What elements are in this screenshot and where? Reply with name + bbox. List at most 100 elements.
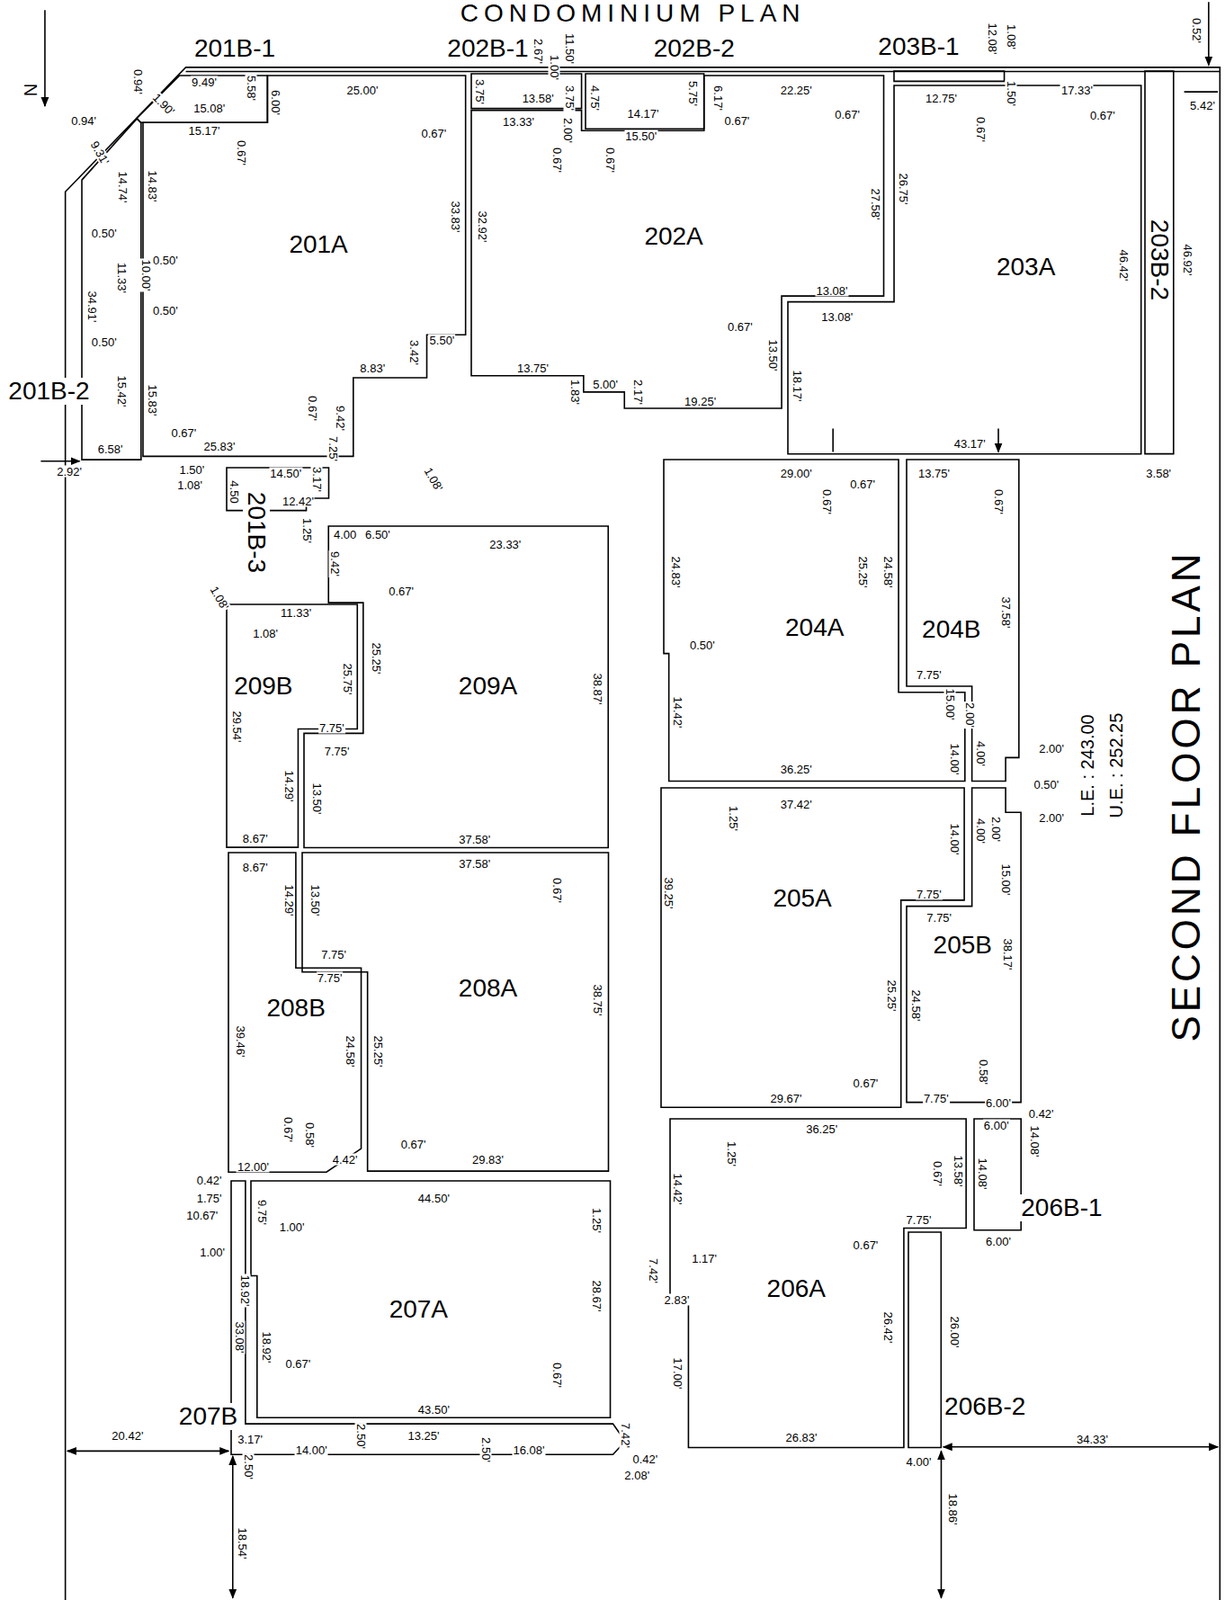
dimension-label: 36.25' <box>779 762 814 775</box>
dimension-label: 0.42' <box>631 1452 659 1465</box>
dimension-label: 1.08' <box>176 479 204 492</box>
dimension-label: 0.67' <box>821 489 833 517</box>
dimension-label: 1.00' <box>278 1221 306 1234</box>
dimension-label: 2.50' <box>241 1453 254 1481</box>
dimension-label: 9.75' <box>255 1198 268 1226</box>
dimension-label: 1.00' <box>198 1245 226 1258</box>
unit-wall <box>661 787 965 1108</box>
dimension-label: 15.00' <box>943 688 956 722</box>
north-arrow <box>44 9 46 107</box>
dimension-label: 1.25' <box>724 1140 737 1168</box>
dimension-label: 29.54' <box>231 710 243 744</box>
unit-area: 203B-2 <box>1144 71 1174 455</box>
dimension-label: 0.67' <box>387 585 415 598</box>
dimension-label: 2.00' <box>989 815 1002 843</box>
unit-wall <box>143 75 466 457</box>
dimension-label: 7.75' <box>925 912 953 924</box>
dimension-label: 0.67' <box>724 114 752 126</box>
dimension-label: 2.92' <box>55 465 83 478</box>
unit-outline <box>81 118 142 460</box>
dimension-label: 7.42' <box>647 1257 660 1285</box>
dimension-line <box>232 1456 234 1599</box>
unit-outline <box>894 71 1005 81</box>
dimension-label: 14.00' <box>948 822 961 856</box>
dimension-label: 18.92' <box>260 1331 273 1365</box>
dimension-label: 2.67' <box>532 37 545 65</box>
dimension-label: 0.67' <box>726 321 754 333</box>
dimension-label: 29.67' <box>768 1092 803 1105</box>
unit-area: 206A <box>670 1118 966 1448</box>
unit-number: 205A <box>770 885 833 913</box>
dimension-label: 39.25' <box>662 876 675 911</box>
dimension-label: 9.31' <box>88 138 112 168</box>
dimension-label: 39.46' <box>233 1024 246 1058</box>
dimension-label: 0.67' <box>420 126 448 139</box>
dimension-label: 14.50' <box>268 466 303 479</box>
dimension-label: 5.42' <box>1189 98 1217 111</box>
dimension-label: 18.17' <box>791 369 804 403</box>
dimension-label: 0.50' <box>90 336 118 349</box>
dimension-label: 2.17' <box>632 378 644 406</box>
unit-wall <box>304 526 609 849</box>
dimension-label: 0.58' <box>977 1058 990 1086</box>
unit-area: 203B-1 <box>894 71 1005 81</box>
unit-number: 203B-1 <box>876 33 961 61</box>
dimension-label: 0.67' <box>974 116 986 144</box>
dimension-label: 5.50' <box>429 333 457 346</box>
dimension-label: 13.08' <box>820 310 854 322</box>
dimension-label: 5.00' <box>591 377 619 390</box>
unit-wall <box>585 73 705 129</box>
dimension-label: 1.08' <box>207 583 232 613</box>
dimension-label: 1.08' <box>421 464 446 494</box>
dimension-line <box>832 429 999 453</box>
dimension-label: 14.08' <box>975 1157 988 1191</box>
dimension-label: 29.00' <box>779 466 814 479</box>
unit-number: 206A <box>765 1275 828 1303</box>
dimension-label: U.E. : 252.25 <box>1107 712 1126 820</box>
dimension-label: 11.33' <box>279 607 313 619</box>
dimension-label: 13.25' <box>407 1429 441 1441</box>
dimension-label: 18.86' <box>946 1492 958 1526</box>
dimension-label: 3.17' <box>236 1433 264 1446</box>
dimension-label: 13.50' <box>310 781 322 815</box>
dimension-label: 24.58' <box>882 554 895 589</box>
dimension-label: 6.58' <box>97 443 125 456</box>
dimension-label: 25.25' <box>371 1035 384 1069</box>
unit-number: 203B-2 <box>1145 217 1173 303</box>
unit-area: 203A <box>787 85 1142 455</box>
unit-number: 204A <box>783 614 846 642</box>
dimension-label: 1.08' <box>251 626 279 639</box>
dimension-label: 8.83' <box>358 361 386 374</box>
unit-number: 206B-2 <box>942 1393 1028 1421</box>
dimension-label: 0.67' <box>550 876 563 904</box>
unit-number: 209A <box>456 672 519 700</box>
dimension-label: 4.00' <box>974 817 986 845</box>
unit-number: 204B <box>920 616 983 644</box>
dimension-label: 7.75' <box>318 722 346 734</box>
dimension-label: 20.42' <box>110 1429 144 1441</box>
dimension-label: 34.33' <box>1075 1433 1109 1446</box>
dimension-label: 4.75' <box>588 84 600 112</box>
dimension-label: 0.67' <box>550 1361 563 1389</box>
dimension-label: 12.00' <box>236 1161 270 1173</box>
dimension-label: 4.00' <box>905 1456 933 1468</box>
dimension-label: 0.67' <box>833 108 861 121</box>
dimension-label: 13.58' <box>951 1153 964 1188</box>
dimension-label: 0.50' <box>688 639 716 652</box>
dimension-label: 6.00' <box>269 89 282 117</box>
dimension-label: 33.08' <box>232 1320 245 1354</box>
dimension-label: 0.42' <box>1028 1108 1056 1120</box>
dimension-label: 15.00' <box>999 863 1011 897</box>
dimension-label: 0.52' <box>1190 17 1203 45</box>
dimension-label: 0.67' <box>234 139 247 167</box>
dimension-label: 14.42' <box>670 696 683 730</box>
dimension-label: 22.25' <box>779 83 814 96</box>
dimension-label: 1.08' <box>1004 23 1017 51</box>
dimension-line <box>67 1450 229 1453</box>
unit-number: 201B-1 <box>192 35 278 63</box>
unit-number: 202B-1 <box>445 35 530 63</box>
dimension-line <box>1207 1 1210 65</box>
dimension-label: 4.00' <box>974 740 986 768</box>
dimension-label: 11.50' <box>563 32 576 65</box>
dimension-label: 28.67' <box>590 1279 602 1314</box>
